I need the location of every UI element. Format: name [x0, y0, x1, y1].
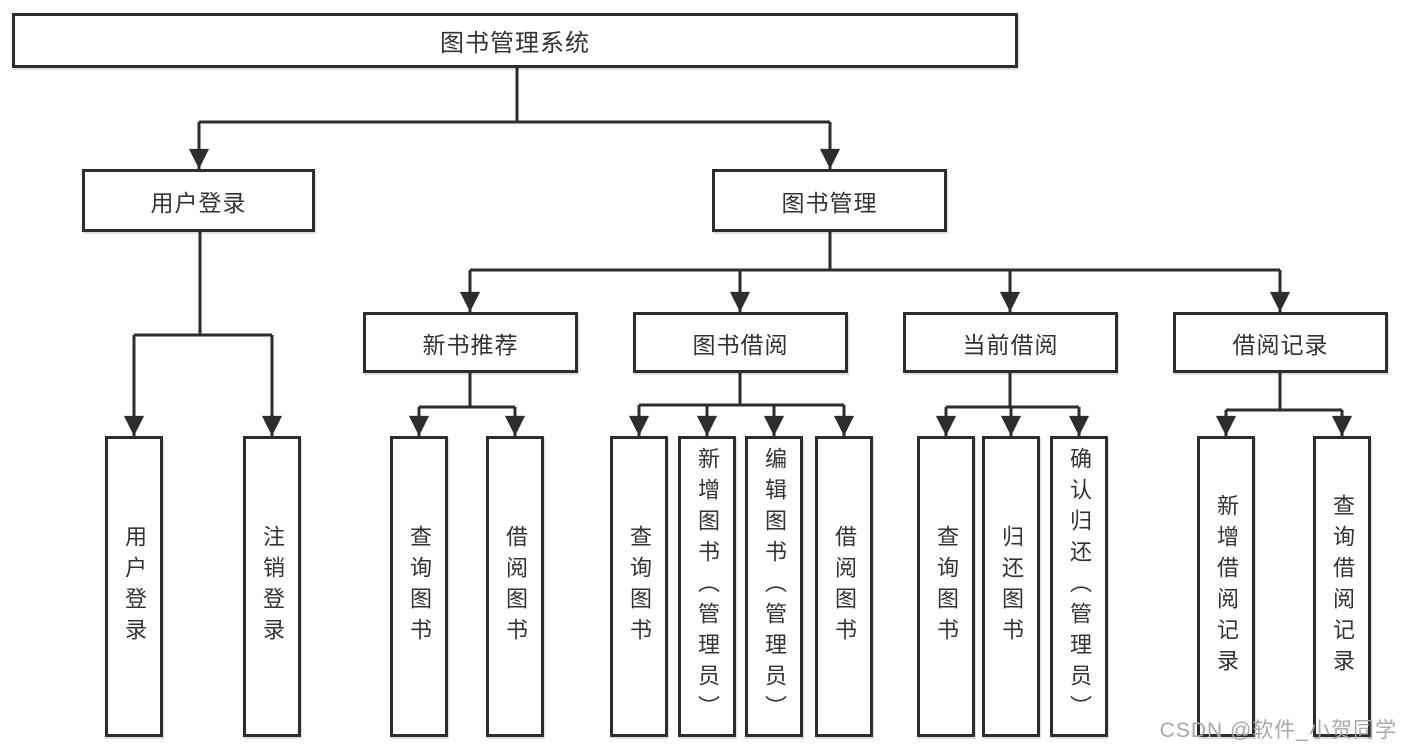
node-label: 借阅图书: [503, 524, 528, 649]
node-label: 用户登录: [150, 189, 247, 216]
connector-borrow-trunk: [639, 373, 844, 407]
node-label: 查询图书: [407, 524, 432, 649]
node-label: 注销登录: [260, 524, 285, 649]
node-borrow-records: 借阅记录: [1173, 312, 1388, 373]
leaf-borrow-books: 借阅图书: [815, 436, 873, 737]
node-user-login: 用户登录: [82, 169, 315, 232]
node-label: 图书管理系统: [440, 30, 590, 57]
connector-user-login-trunk: [134, 232, 272, 337]
node-label: 新书推荐: [422, 331, 519, 358]
node-label: 借阅记录: [1232, 331, 1329, 358]
node-label: 查询图书: [934, 524, 959, 649]
leaf-user-login: 用户登录: [105, 436, 163, 737]
node-library-management-system: 图书管理系统: [12, 13, 1018, 68]
node-label: 新增借阅记录: [1214, 493, 1239, 680]
leaf-query-books-borrow: 查询图书: [610, 436, 668, 737]
node-book-management: 图书管理: [712, 169, 947, 232]
node-new-book-recommend: 新书推荐: [363, 312, 578, 373]
leaf-query-books-recommend: 查询图书: [390, 436, 448, 737]
connector-book-mgmt-trunk: [470, 232, 1280, 272]
connector-root-trunk: [199, 68, 830, 124]
node-label: 查询图书: [627, 524, 652, 649]
leaf-add-book-admin: 新增图书（管理员）: [678, 436, 736, 737]
leaf-query-books-current: 查询图书: [917, 436, 975, 737]
node-label: 借阅图书: [832, 524, 857, 649]
leaf-add-borrow-record: 新增借阅记录: [1197, 436, 1255, 737]
leaf-return-book: 归还图书: [982, 436, 1040, 737]
node-label: 图书管理: [781, 189, 878, 216]
node-book-borrow: 图书借阅: [633, 312, 848, 373]
node-current-borrow: 当前借阅: [903, 312, 1118, 373]
connector-current-trunk: [946, 373, 1079, 409]
node-label: 确认归还（管理员）: [1067, 447, 1092, 726]
leaf-query-borrow-record: 查询借阅记录: [1313, 436, 1371, 737]
node-label: 用户登录: [122, 524, 147, 649]
node-label: 当前借阅: [962, 331, 1059, 358]
leaf-borrow-books-recommend: 借阅图书: [486, 436, 544, 737]
leaf-edit-book-admin: 编辑图书（管理员）: [745, 436, 803, 737]
connector-recommend-trunk: [419, 373, 515, 409]
leaf-logout: 注销登录: [243, 436, 301, 737]
node-label: 查询借阅记录: [1330, 493, 1355, 680]
node-label: 新增图书（管理员）: [695, 447, 720, 726]
connector-records-trunk: [1226, 373, 1342, 412]
leaf-confirm-return-admin: 确认归还（管理员）: [1050, 436, 1108, 737]
node-label: 归还图书: [999, 524, 1024, 649]
node-label: 图书借阅: [692, 331, 789, 358]
node-label: 编辑图书（管理员）: [762, 447, 787, 726]
